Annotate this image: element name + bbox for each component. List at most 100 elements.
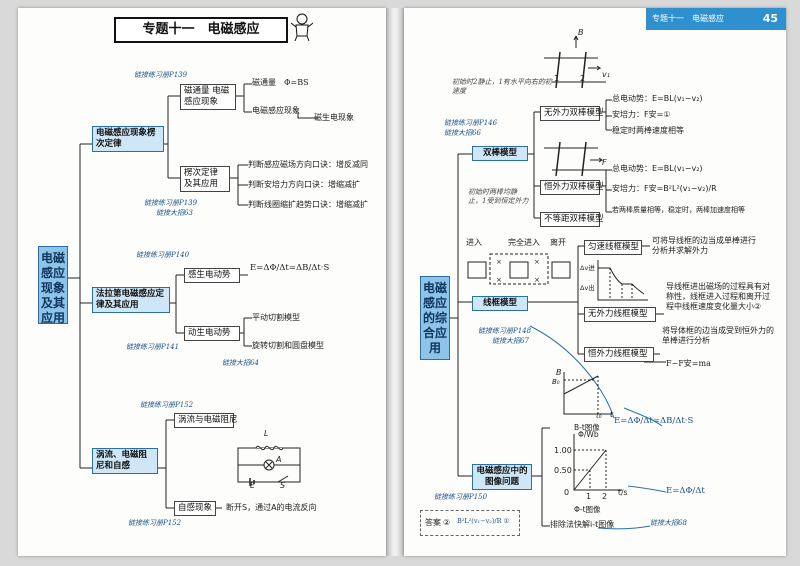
frame-exit: 离开 <box>550 238 566 247</box>
link-trick-63: 链接大招63 <box>156 209 193 217</box>
circuit-diagram <box>237 445 301 486</box>
leaf-lenz-2: 判断安培力方向口诀：增缩减扩 <box>248 180 360 189</box>
circuit-label-A: A <box>276 455 282 464</box>
const-force-ampere: 安培力：F安=B²L²(v₁−v₂)/R <box>612 184 717 193</box>
node-graph-problems: 电磁感应中的图像问题 <box>472 464 532 491</box>
node-unequal-double: 不等距双棒模型 <box>540 212 604 228</box>
node-double-rod: 双棒模型 <box>472 146 528 162</box>
link-trick-66: 链接大招66 <box>444 129 481 137</box>
leaf-magnet-electric: 磁生电现象 <box>314 113 354 122</box>
dv-out-label: Δv出 <box>580 284 595 292</box>
node-lenz: 楞次定律及其应用 <box>180 166 230 193</box>
answer-num: ② <box>443 518 451 527</box>
left-mindmap-connectors <box>68 83 318 509</box>
node-uniform-frame: 匀速线框模型 <box>584 240 642 256</box>
phi-axis-label: Φ/Wb <box>578 430 599 439</box>
link-workbook-140: 链接练习册P140 <box>136 251 190 259</box>
page-number: 45 <box>762 12 778 25</box>
right-page: 专题十一 电磁感应 45 电磁感应的综合应用 初始时2静止，1有水平向右的初速度… <box>404 8 786 556</box>
header-bar: 专题十一 电磁感应 <box>646 8 786 30</box>
frame-full: 完全进入 <box>508 238 540 247</box>
no-force-frame-note: 导线框进出磁场的过程具有对称性，线框进入过程和离开过程中线框速度变化量大小② <box>666 282 770 311</box>
const-force-stable: 若两棒质量相等，稳定时，两棒加速度相等 <box>612 206 745 214</box>
const-force-frame-note: 将导体框的边当成受到恒外力的单棒进行分析 <box>662 326 774 345</box>
branch-eddy: 涡流、电磁阻尼和自感 <box>92 448 158 475</box>
svg-text:×: × <box>534 258 540 266</box>
link-workbook-2: 链接练习册P139 <box>144 199 198 207</box>
t-tick-2: 2 <box>602 492 608 501</box>
link-workbook-148: 链接练习册P148 <box>478 327 532 335</box>
link-workbook-152: 链接练习册P152 <box>140 401 194 409</box>
note-initial-1: 初始时2静止，1有水平向右的初速度 <box>452 78 552 95</box>
circuit-label-E: E <box>250 481 256 490</box>
link-trick-67: 链接大招67 <box>492 337 529 345</box>
leaf-lenz-3: 判断线圈缩扩趋势口诀：增缩减扩 <box>248 200 368 209</box>
bt-t0: t₀ <box>596 412 602 420</box>
leaf-induction: 电磁感应现象 <box>252 106 300 115</box>
node-no-force-frame: 无外力线框模型 <box>584 307 656 323</box>
node-flux: 磁通量 电磁感应现象 <box>180 84 236 111</box>
circuit-label-L: L <box>264 429 269 438</box>
link-workbook-150: 链接练习册P150 <box>434 493 488 501</box>
answer-label: 答案 <box>425 518 441 527</box>
leaf-translation: 平动切割模型 <box>252 313 300 322</box>
uniform-frame-note: 可将导线框的边当成单棒进行分析并求解外力 <box>652 236 756 255</box>
formula-phi: E=ΔΦ/Δt <box>666 486 705 496</box>
link-workbook: 链接练习册P139 <box>134 71 188 79</box>
svg-text:×: × <box>496 276 502 284</box>
book-gutter <box>386 8 404 556</box>
leaf-rotation: 旋转切割和圆盘模型 <box>252 341 324 350</box>
circuit-label-S: S <box>280 481 286 490</box>
frame-velocity-graph <box>597 260 648 301</box>
phi-tick-05: 0.50 <box>554 466 572 475</box>
svg-text:×: × <box>534 276 540 284</box>
answer-text: B²L²(v₁−v₂)/R ① <box>457 517 510 525</box>
double-rod-figure-1 <box>544 35 606 89</box>
link-trick-64: 链接大招64 <box>222 359 259 367</box>
formula-bt: E=ΔΦ/Δt=ΔB/Δt·S <box>614 416 694 426</box>
double-rod-figure-2 <box>544 141 606 177</box>
node-motional-emf: 动生电动势 <box>184 326 240 342</box>
formula-induced: E=ΔΦ/Δt=ΔB/Δt·S <box>250 263 330 273</box>
node-no-force-double: 无外力双棒模型 <box>540 106 604 122</box>
leaf-self-induction-note: 断开S，通过A的电流反向 <box>226 503 317 512</box>
mascot-icon <box>290 13 314 42</box>
link-workbook-152b: 链接练习册P152 <box>128 519 182 527</box>
frame-field-figure: × × × × <box>467 253 571 285</box>
left-page: 专题十一 电磁感应 电磁感应现象及其应用 链接练习册P139 电磁感应现象楞次定… <box>18 8 386 556</box>
phi-graph <box>573 434 622 491</box>
branch-faraday: 法拉第电磁感应定律及其应用 <box>92 287 170 314</box>
bt-graph <box>563 372 612 415</box>
branch-induction: 电磁感应现象楞次定律 <box>92 126 164 153</box>
node-const-force-double: 恒外力双棒模型 <box>540 180 604 196</box>
right-mindmap-connectors <box>450 99 667 530</box>
const-force-frame-formula: F−F安=ma <box>666 359 711 368</box>
dv-in-label: Δv进 <box>580 264 595 272</box>
bt-caption: B-t图像 <box>574 423 600 432</box>
note-initial-2: 初始时两棒均静止，1受到恒定外力 <box>468 188 529 205</box>
fig-rod-2: 2 <box>580 74 586 83</box>
root-node: 电磁感应现象及其应用 <box>38 246 68 325</box>
leaf-lenz-1: 判断感应磁场方向口诀：增反减同 <box>248 160 368 169</box>
formula-flux: Φ=BS <box>284 78 309 87</box>
header-chapter: 专题十一 电磁感应 <box>652 14 724 23</box>
bt-t: t <box>610 410 614 419</box>
svg-text:×: × <box>496 258 502 266</box>
fig-rod-1: 1 <box>554 74 560 83</box>
no-force-emf: 总电动势：E=BL(v₁−v₂) <box>612 94 703 103</box>
bt-B0: B₀ <box>552 378 560 386</box>
frame-enter: 进入 <box>466 238 482 247</box>
fig-v1: v₁ <box>602 70 610 79</box>
phi-caption: Φ-t图像 <box>574 505 601 514</box>
phi-tick-1: 1.00 <box>554 446 572 455</box>
fig-F: F <box>602 158 607 167</box>
fig-B: B <box>578 28 584 37</box>
link-trick-68: 链接大招68 <box>650 519 687 527</box>
t-axis-label: t/s <box>618 488 628 497</box>
root-node-right: 电磁感应的综合应用 <box>420 276 450 360</box>
no-force-ampere: 安培力：F安=① <box>612 110 671 119</box>
node-const-force-frame: 恒外力线框模型 <box>584 347 654 363</box>
page-title: 专题十一 电磁感应 <box>114 17 288 43</box>
leaf-flux: 磁通量 <box>252 78 276 87</box>
t-tick-1: 1 <box>586 492 592 501</box>
